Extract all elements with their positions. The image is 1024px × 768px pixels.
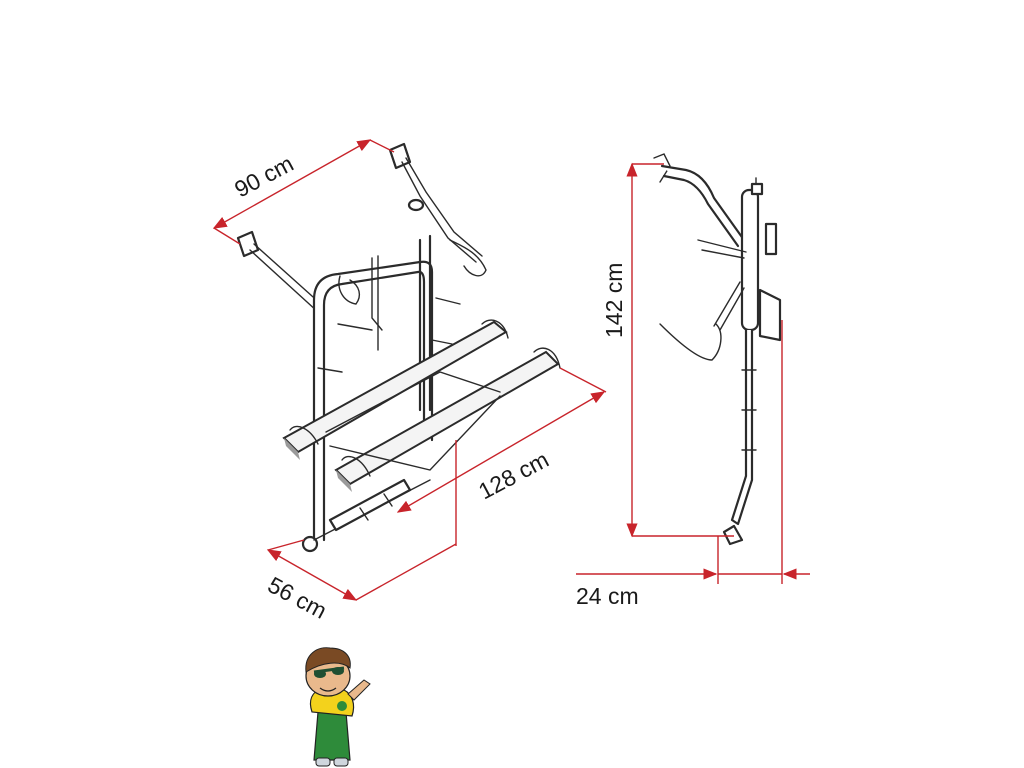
dimension-height: 142 cm (601, 162, 734, 538)
dimension-width-top-label: 90 cm (230, 150, 298, 202)
dimension-side-depth: 24 cm (576, 320, 810, 609)
mascot-boy-icon (305, 647, 371, 767)
bike-rail-1 (282, 319, 509, 460)
dimension-side-depth-label: 24 cm (576, 583, 639, 609)
dimension-depth-label: 56 cm (264, 571, 332, 623)
frame-wheel-clamps (317, 275, 461, 373)
rack-perspective-view: 90 cm 128 cm 56 cm (212, 139, 607, 624)
rack-side-view: 142 cm 24 cm (576, 153, 810, 609)
dimension-height-label: 142 cm (601, 263, 627, 338)
dimension-width-top: 90 cm (212, 139, 395, 245)
upper-mount-arms (236, 142, 487, 313)
dimension-length-label: 128 cm (474, 446, 553, 504)
